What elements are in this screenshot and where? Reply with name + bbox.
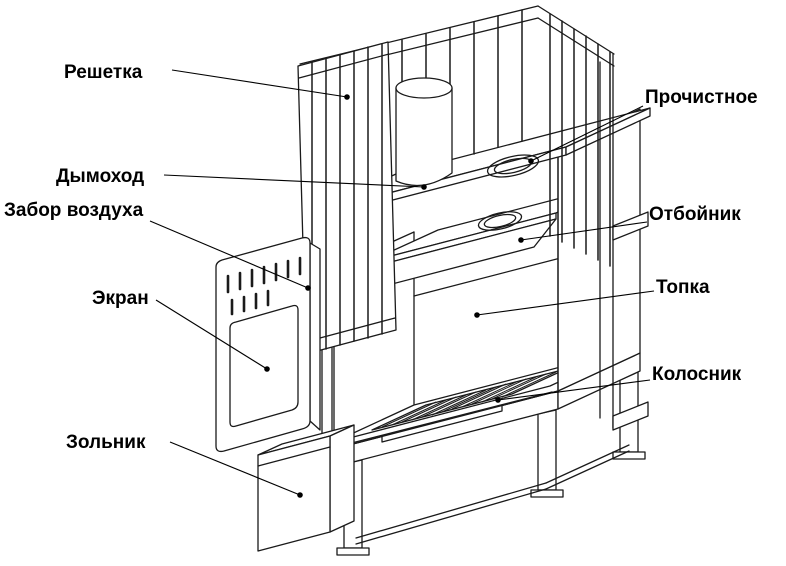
label-zabor-vozduha: Забор воздуха	[4, 200, 144, 221]
callout-reshetka: Решетка	[64, 62, 350, 100]
label-ekran: Экран	[92, 288, 149, 309]
leader-line	[169, 441, 301, 496]
callout-zolnik: Зольник	[66, 432, 303, 498]
leader-line	[155, 299, 268, 370]
leader-dot	[264, 366, 270, 372]
leader-line	[530, 105, 644, 162]
screen-door-outline	[229, 304, 299, 428]
chimney-pipe	[395, 77, 453, 187]
callout-zabor-vozduha: Забор воздуха	[4, 200, 311, 291]
base-and-legs	[321, 352, 646, 556]
stone-cage-fence	[299, 5, 615, 429]
label-otboynik: Отбойник	[649, 204, 741, 225]
leader-dot	[495, 397, 501, 403]
callout-topka: Топка	[474, 277, 710, 318]
leader-dot	[528, 158, 534, 164]
leader-dot	[344, 94, 350, 100]
leader-dot	[474, 312, 480, 318]
kolosnik-grate	[371, 368, 567, 443]
callout-prochistnoe: Прочистное	[528, 87, 758, 164]
label-topka: Топка	[656, 277, 710, 298]
right-side-tabs	[612, 211, 649, 431]
label-reshetka: Решетка	[64, 62, 143, 83]
top-plate	[311, 107, 651, 222]
callout-dymohod: Дымоход	[56, 166, 427, 190]
vent-slots	[226, 256, 302, 316]
ash-drawer	[257, 424, 355, 552]
label-prochistnoe: Прочистное	[645, 87, 758, 108]
leader-line	[149, 220, 309, 289]
leader-dot	[297, 492, 303, 498]
label-zolnik: Зольник	[66, 432, 146, 453]
label-dymohod: Дымоход	[56, 166, 144, 187]
leader-line	[520, 221, 648, 241]
callout-kolosnik: Колосник	[495, 364, 742, 403]
label-kolosnik: Колосник	[652, 364, 742, 385]
callout-ekran: Экран	[92, 288, 270, 372]
leader-line	[476, 290, 655, 316]
callout-otboynik: Отбойник	[518, 204, 741, 243]
leader-line	[497, 379, 651, 401]
leader-dot	[305, 285, 311, 291]
cage-left-wall	[297, 41, 397, 355]
leader-dot	[518, 237, 524, 243]
leader-dot	[421, 184, 427, 190]
leader-line	[163, 174, 425, 188]
screen-panel	[215, 236, 321, 453]
leader-line	[171, 69, 348, 98]
